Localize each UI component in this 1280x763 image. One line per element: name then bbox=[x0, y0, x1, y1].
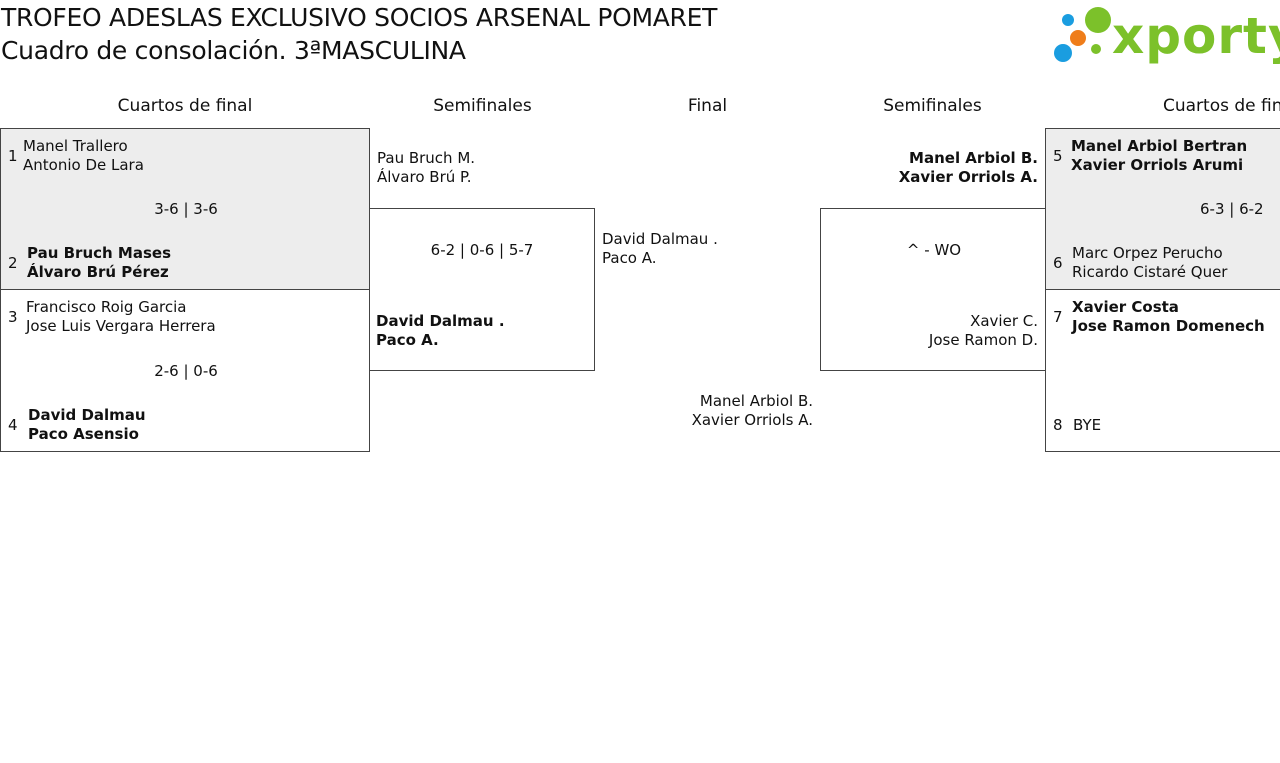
logo-wordmark: xporty bbox=[1112, 7, 1280, 65]
player-name[interactable]: Jose Luis Vergara Herrera bbox=[26, 317, 216, 335]
player-name[interactable]: Francisco Roig Garcia bbox=[26, 298, 187, 316]
match-score: 2-6 | 0-6 bbox=[154, 362, 218, 380]
player-name[interactable]: Marc Orpez Perucho bbox=[1072, 244, 1223, 262]
xporty-logo-icon bbox=[1054, 7, 1111, 62]
seed-number: 7 bbox=[1053, 308, 1063, 326]
seed-number: 6 bbox=[1053, 254, 1063, 272]
col-right-quarters: Cuartos de final bbox=[1163, 96, 1280, 116]
match-box-semi-right[interactable]: ^ - WO Xavier C. Jose Ramon D. bbox=[820, 208, 1046, 371]
player-name[interactable]: Pau Bruch M. bbox=[377, 149, 476, 167]
col-left-quarters: Cuartos de final bbox=[117, 96, 253, 116]
player-name[interactable]: Antonio De Lara bbox=[23, 156, 144, 174]
player-name[interactable]: David Dalmau . bbox=[602, 230, 718, 248]
player-name[interactable]: Paco A. bbox=[602, 249, 657, 267]
seed-number: 5 bbox=[1053, 147, 1063, 165]
player-name[interactable]: Xavier Orriols A. bbox=[898, 168, 1038, 186]
match-score: 3-6 | 3-6 bbox=[154, 200, 218, 218]
player-name[interactable]: Jose Ramon D. bbox=[928, 331, 1038, 349]
player-name[interactable]: Manel Arbiol B. bbox=[699, 392, 813, 410]
seed-number: 2 bbox=[8, 254, 18, 272]
seed-number: 3 bbox=[8, 308, 18, 326]
match-box-q1[interactable]: 1 Manel Trallero Antonio De Lara 3-6 | 3… bbox=[0, 128, 370, 290]
player-name[interactable]: Ricardo Cistaré Quer bbox=[1072, 263, 1228, 281]
match-score: 6-3 | 6-2 bbox=[1200, 200, 1264, 218]
match-box-q4[interactable]: 7 Xavier Costa Jose Ramon Domenech 8 BYE bbox=[1045, 289, 1280, 452]
player-name[interactable]: BYE bbox=[1073, 416, 1102, 434]
player-name[interactable]: Manel Arbiol Bertran bbox=[1071, 137, 1248, 155]
page-title: TROFEO ADESLAS EXCLUSIVO SOCIOS ARSENAL … bbox=[1, 3, 718, 32]
match-box-q2[interactable]: 3 Francisco Roig Garcia Jose Luis Vergar… bbox=[0, 289, 370, 452]
player-name[interactable]: Jose Ramon Domenech bbox=[1072, 317, 1265, 335]
player-name[interactable]: Paco Asensio bbox=[28, 425, 139, 443]
player-name[interactable]: Álvaro Brú Pérez bbox=[27, 263, 169, 281]
match-box-semi-left[interactable]: 6-2 | 0-6 | 5-7 David Dalmau . Paco A. bbox=[369, 208, 595, 371]
match-score: 6-2 | 0-6 | 5-7 bbox=[430, 241, 534, 259]
seed-number: 8 bbox=[1053, 416, 1063, 434]
player-name[interactable]: David Dalmau bbox=[28, 406, 146, 424]
player-name[interactable]: Manel Trallero bbox=[23, 137, 128, 155]
player-name[interactable]: Pau Bruch Mases bbox=[27, 244, 171, 262]
col-left-semis: Semifinales bbox=[433, 96, 532, 116]
col-final: Final bbox=[687, 96, 728, 116]
player-name[interactable]: Xavier Orriols A. bbox=[691, 411, 813, 429]
player-name[interactable]: Álvaro Brú P. bbox=[377, 168, 472, 186]
seed-number: 4 bbox=[8, 416, 18, 434]
match-box-q3[interactable]: 5 Manel Arbiol Bertran Xavier Orriols Ar… bbox=[1045, 128, 1280, 290]
player-name[interactable]: Paco A. bbox=[376, 331, 439, 349]
seed-number: 1 bbox=[8, 147, 18, 165]
xporty-logo[interactable]: xporty bbox=[1050, 4, 1280, 68]
player-name[interactable]: Xavier C. bbox=[970, 312, 1038, 330]
player-name[interactable]: Xavier Orriols Arumi bbox=[1071, 156, 1244, 174]
col-right-semis: Semifinales bbox=[883, 96, 982, 116]
player-name[interactable]: Manel Arbiol B. bbox=[909, 149, 1038, 167]
player-name[interactable]: Xavier Costa bbox=[1072, 298, 1179, 316]
page-subtitle: Cuadro de consolación. 3ªMASCULINA bbox=[1, 36, 466, 65]
match-score: ^ - WO bbox=[906, 241, 962, 259]
player-name[interactable]: David Dalmau . bbox=[376, 312, 505, 330]
